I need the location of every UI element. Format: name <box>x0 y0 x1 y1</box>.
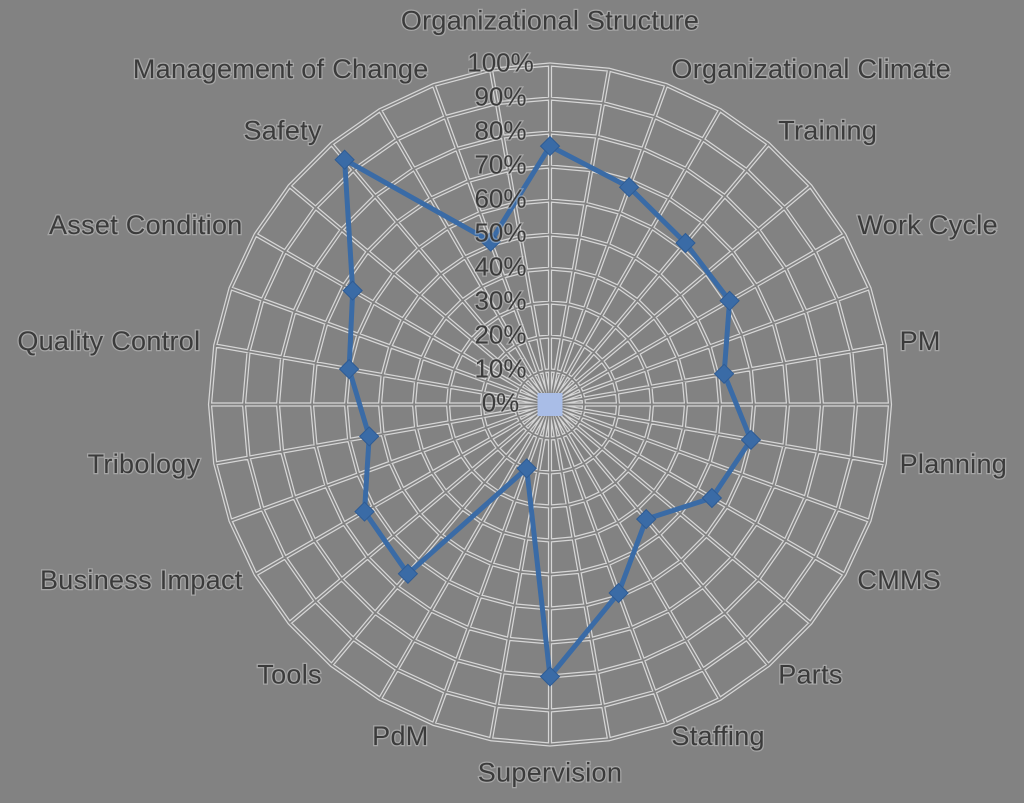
tick-label: 60% <box>474 183 526 213</box>
category-label: Safety <box>243 116 322 146</box>
tick-label: 40% <box>474 251 526 281</box>
category-label: Business Impact <box>40 565 243 595</box>
data-point-marker <box>713 363 735 385</box>
data-point-marker <box>480 231 501 252</box>
category-label: Work Cycle <box>857 210 998 240</box>
data-point-marker <box>608 582 629 604</box>
data-point-marker <box>539 135 561 157</box>
tick-label: 90% <box>474 81 526 111</box>
tick-label: 0% <box>482 387 520 417</box>
data-point-marker <box>354 501 375 522</box>
data-point-marker <box>516 458 537 479</box>
data-point-marker <box>701 487 723 509</box>
data-point-marker <box>397 563 419 585</box>
category-label: Tools <box>257 660 322 690</box>
data-series <box>334 135 762 687</box>
category-label: PdM <box>372 721 428 751</box>
polar-grid <box>207 62 893 747</box>
category-label: PM <box>900 326 941 356</box>
data-point-marker <box>675 232 696 254</box>
category-label: Planning <box>900 449 1008 479</box>
tick-label: 30% <box>474 285 526 315</box>
data-point-marker <box>719 290 740 312</box>
data-point-marker <box>334 149 355 170</box>
tick-label: 80% <box>474 115 526 145</box>
data-point-marker <box>342 280 363 301</box>
category-label: Organizational Climate <box>671 54 951 84</box>
tick-label: 10% <box>474 353 526 383</box>
category-label: Parts <box>778 660 843 690</box>
category-label: Management of Change <box>133 54 429 84</box>
category-label: Training <box>778 116 877 146</box>
category-label: Quality Control <box>17 326 200 356</box>
axis-tick-labels: 0% 10% 20% 30% 40% 50% 60% 70% 80% 90% 100% <box>466 46 535 419</box>
data-point-marker <box>338 358 360 380</box>
center-marker <box>537 393 563 416</box>
category-label: Supervision <box>478 758 622 788</box>
tick-label: 100% <box>467 47 534 77</box>
tick-label: 70% <box>474 149 526 179</box>
tick-label: 50% <box>474 217 526 247</box>
data-point-marker <box>740 429 762 451</box>
tick-label: 20% <box>474 319 526 349</box>
category-label: Staffing <box>671 721 764 751</box>
data-point-marker <box>358 426 380 447</box>
category-label: Tribology <box>88 449 201 479</box>
category-label: Organizational Structure <box>401 6 699 36</box>
data-point-marker <box>635 508 657 530</box>
category-label: Asset Condition <box>49 210 243 240</box>
data-point-marker <box>539 666 561 687</box>
data-point-marker <box>618 176 640 198</box>
category-label: CMMS <box>857 565 941 595</box>
